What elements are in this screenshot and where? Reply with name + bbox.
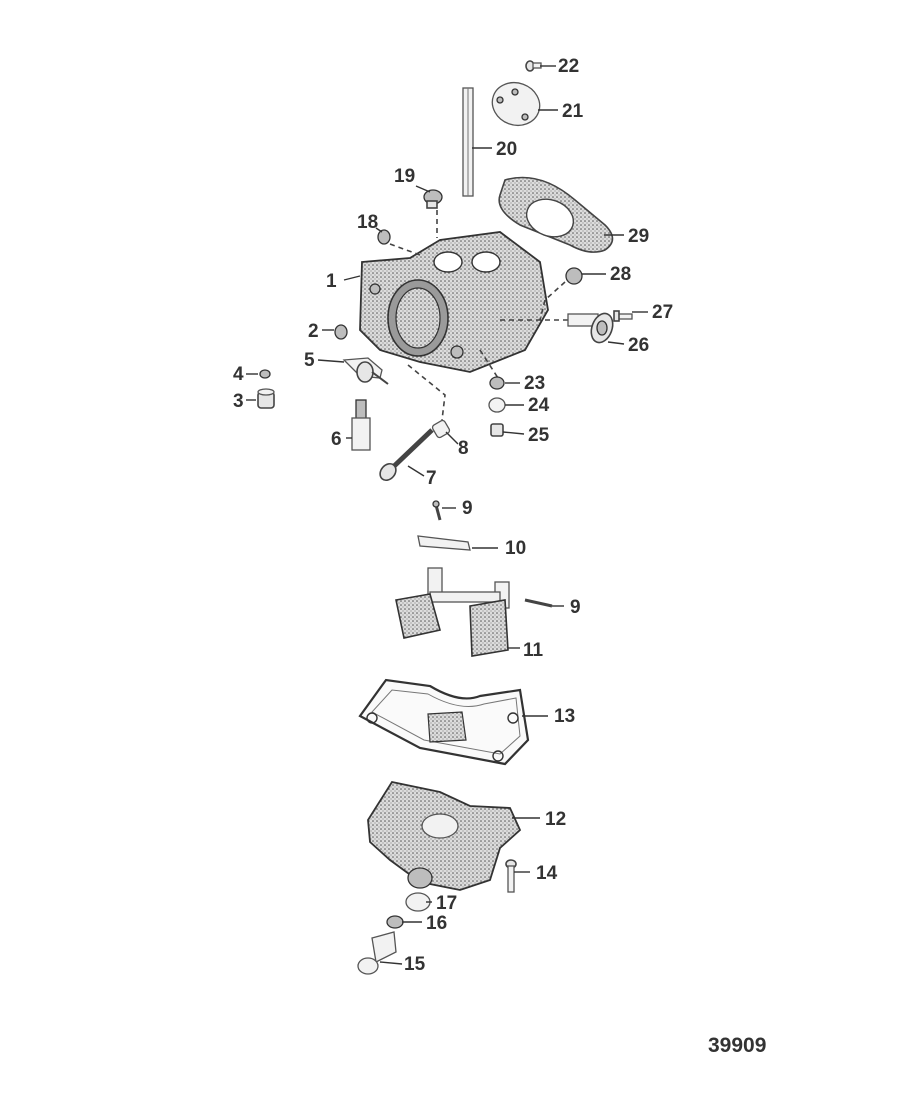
callout-16: 16	[426, 913, 447, 934]
part-9-pin-upper	[432, 500, 442, 521]
part-26-pump	[567, 312, 614, 344]
part-19-nozzle	[423, 189, 443, 209]
figure-reference-number: 39909	[708, 1034, 767, 1057]
part-10-float-pin	[417, 535, 471, 551]
part-6-jet	[351, 399, 371, 451]
callout-19: 19	[394, 166, 415, 187]
callout-2: 2	[308, 321, 319, 342]
callout-25: 25	[528, 425, 550, 446]
part-24-seal	[488, 397, 506, 413]
callout-5: 5	[304, 350, 315, 371]
assembly-dashed-lines	[389, 210, 575, 421]
part-16-washer	[386, 915, 404, 929]
callout-3: 3	[233, 391, 244, 412]
callout-23: 23	[524, 373, 545, 394]
part-18-plug	[377, 229, 391, 245]
part-13-float-bowl-gasket	[358, 678, 530, 766]
part-20-shaft	[462, 87, 474, 197]
callout-15: 15	[404, 954, 426, 975]
part-22-screw	[525, 60, 542, 72]
part-7-mixture-screw	[379, 428, 434, 482]
callout-29: 29	[628, 226, 649, 247]
part-14-screw	[505, 859, 517, 893]
callout-4: 4	[233, 364, 244, 385]
callout-13: 13	[554, 706, 575, 727]
part-11-float	[395, 567, 510, 657]
part-25-seat	[490, 423, 504, 437]
part-2-plug	[334, 324, 348, 340]
callout-10: 10	[505, 538, 526, 559]
callout-labels: 22 21 20 19 18 29 1 28 27 26 2 5 4 3 6 8…	[233, 56, 673, 975]
callout-22: 22	[558, 56, 579, 77]
part-3-nut	[257, 388, 275, 409]
callout-9-upper: 9	[462, 498, 473, 519]
callout-11: 11	[523, 640, 544, 661]
callout-leaders	[246, 65, 648, 965]
part-9-pin-lower	[524, 598, 553, 608]
part-15-drain-screw	[357, 931, 397, 975]
part-4-screw	[259, 369, 271, 379]
callout-6: 6	[331, 429, 342, 450]
callout-26: 26	[628, 335, 649, 356]
callout-7: 7	[426, 468, 437, 489]
callout-8: 8	[458, 438, 469, 459]
callout-20: 20	[496, 139, 517, 160]
callout-17: 17	[436, 893, 457, 914]
callout-21: 21	[562, 101, 584, 122]
part-1-carburetor-body	[359, 231, 549, 373]
part-21-cover-plate	[491, 81, 541, 127]
callout-9-lower: 9	[570, 597, 581, 618]
part-12-float-bowl	[367, 780, 522, 891]
part-5-throttle-arm	[342, 357, 389, 385]
callout-12: 12	[545, 809, 566, 830]
callout-24: 24	[528, 395, 550, 416]
callout-28: 28	[610, 264, 631, 285]
part-23-fitting	[489, 376, 505, 390]
part-8-spring	[431, 419, 451, 439]
part-27-screw	[613, 310, 633, 322]
callout-27: 27	[652, 302, 673, 323]
part-29-gasket	[498, 176, 614, 253]
callout-18: 18	[357, 212, 378, 233]
part-28-plug	[565, 267, 583, 285]
callout-14: 14	[536, 863, 558, 884]
callout-1: 1	[326, 271, 337, 292]
